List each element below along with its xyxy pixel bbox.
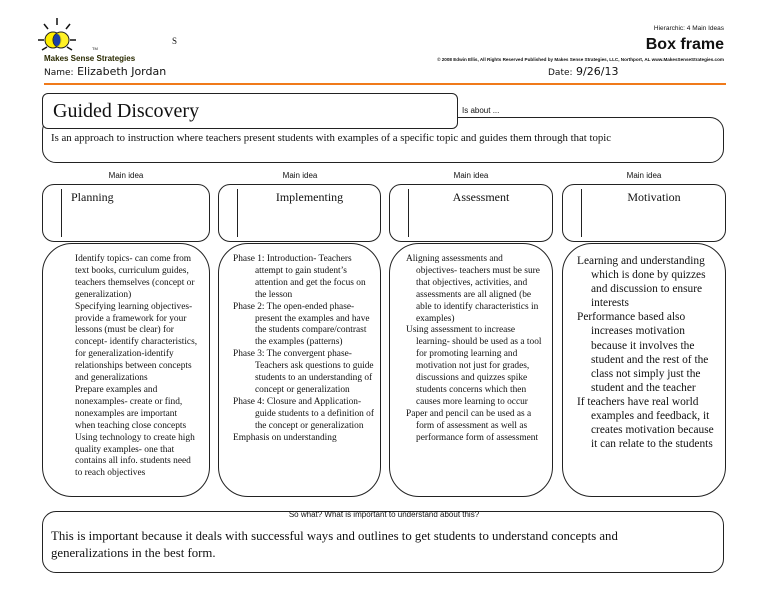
details-box-planning: Identify topics- can come from text book… (42, 243, 210, 497)
so-what-text: This is important because it deals with … (51, 529, 618, 560)
detail-item: Prepare examples and nonexamples- create… (75, 384, 187, 431)
so-what-box: This is important because it deals with … (42, 511, 724, 573)
detail-item: Identify topics- can come from text book… (75, 254, 195, 300)
date-value: 9/26/13 (576, 65, 619, 78)
detail-item: Learning and understanding which is done… (577, 255, 706, 310)
detail-item: Using assessment to increase learning- s… (406, 325, 542, 407)
details-box-assessment: Aligning assessments and objectives- tea… (389, 243, 553, 497)
detail-item: Using technology to create high quality … (75, 432, 195, 479)
detail-item: Specifying learning objectives- provide … (75, 301, 198, 384)
so-what-label: So what? What is important to understand… (288, 510, 480, 519)
detail-item: Phase 3: The convergent phase- Teachers … (233, 349, 374, 395)
name-field: Name: Elizabeth Jordan (44, 65, 166, 78)
hierarchy-label: Hierarchic: 4 Main Ideas (653, 25, 724, 32)
detail-item: Phase 1: Introduction- Teachers attempt … (233, 254, 366, 300)
detail-item: Phase 4: Closure and Application-guide s… (233, 396, 374, 431)
main-idea-box-assessment: Assessment (389, 184, 553, 242)
main-idea-label: Main idea (626, 171, 662, 180)
date-label: Date: (548, 68, 573, 78)
main-idea-title: Planning (71, 190, 114, 204)
stray-mark: S (172, 36, 178, 46)
topic-title: Guided Discovery (53, 100, 200, 122)
main-idea-title: Assessment (452, 190, 510, 204)
is-about-label: Is about ... (462, 106, 500, 115)
header-divider (44, 83, 726, 85)
detail-item: Emphasis on understanding (233, 432, 337, 443)
date-field: Date: 9/26/13 (548, 65, 618, 78)
name-label: Name: (44, 68, 74, 78)
topic-title-box: Guided Discovery (42, 93, 458, 129)
trademark: TM (92, 46, 98, 51)
name-value: Elizabeth Jordan (77, 65, 167, 78)
main-idea-box-planning: Planning (42, 184, 210, 242)
copyright: © 2008 Edwin Ellis, All Rights Reserved … (437, 57, 724, 62)
main-idea-title: Implementing (275, 190, 344, 204)
main-idea-box-motivation: Motivation (562, 184, 726, 242)
frame-title: Box frame (645, 36, 724, 53)
is-about-text: Is an approach to instruction where teac… (51, 132, 612, 144)
brand-name: Makes Sense Strategies (44, 54, 136, 63)
details-box-implementing: Phase 1: Introduction- Teachers attempt … (218, 243, 381, 497)
main-idea-title: Motivation (627, 190, 681, 204)
logo-sun-icon (38, 18, 76, 51)
main-idea-label: Main idea (108, 171, 144, 180)
detail-item: Aligning assessments and objectives- tea… (406, 254, 540, 324)
main-idea-box-implementing: Implementing (218, 184, 381, 242)
detail-item: If teachers have real world examples and… (577, 395, 714, 451)
detail-item: Phase 2: The open-ended phase- present t… (233, 301, 370, 348)
details-box-motivation: Learning and understanding which is done… (562, 243, 726, 497)
detail-item: Paper and pencil can be used as a form o… (406, 408, 539, 443)
main-idea-label: Main idea (282, 171, 318, 180)
main-idea-label: Main idea (453, 171, 489, 180)
detail-item: Performance based also increases motivat… (577, 311, 709, 394)
